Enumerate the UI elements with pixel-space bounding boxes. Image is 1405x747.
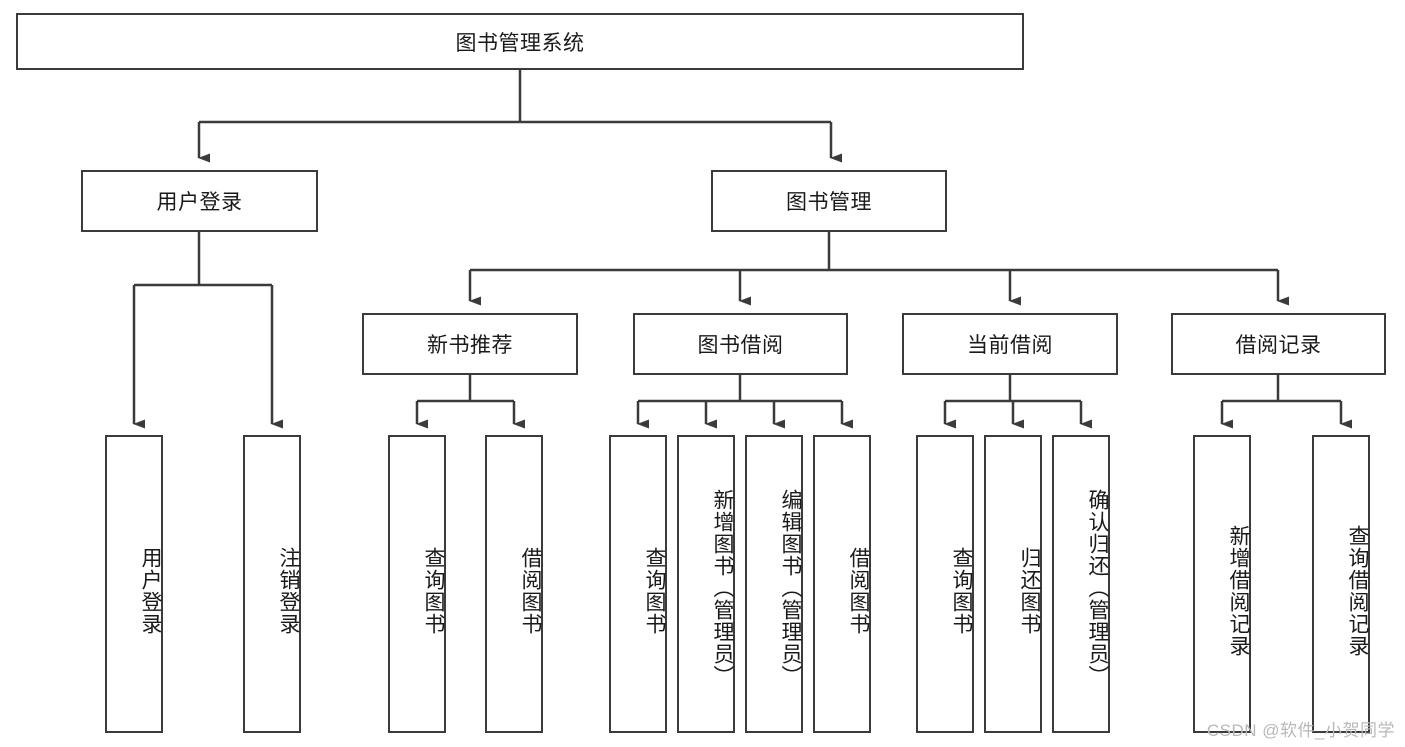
node-label: 查询图书: [643, 547, 666, 635]
leaf-book-borrow-borrow-book[interactable]: 借阅图书: [813, 435, 871, 733]
node-label: 确认归还（管理员）: [1086, 489, 1109, 687]
leaf-book-borrow-edit-book-admin[interactable]: 编辑图书（管理员）: [745, 435, 803, 733]
node-label: 新增图书（管理员）: [711, 489, 734, 687]
node-label: 借阅记录: [1235, 334, 1322, 357]
node-label: 借阅图书: [847, 547, 870, 635]
node-book-borrow[interactable]: 图书借阅: [633, 313, 848, 375]
leaf-borrow-record-query-record[interactable]: 查询借阅记录: [1312, 435, 1370, 733]
node-label: 图书管理: [786, 191, 872, 214]
node-label: 查询借阅记录: [1346, 525, 1369, 657]
leaf-new-book-query-book[interactable]: 查询图书: [388, 435, 446, 733]
node-label: 新书推荐: [427, 334, 513, 357]
node-label: 图书借阅: [697, 334, 784, 357]
node-book-management[interactable]: 图书管理: [711, 170, 947, 232]
node-root-book-management-system[interactable]: 图书管理系统: [16, 13, 1024, 70]
node-new-book-recommend[interactable]: 新书推荐: [362, 313, 578, 375]
node-label: 新增借阅记录: [1227, 525, 1250, 657]
leaf-book-borrow-add-book-admin[interactable]: 新增图书（管理员）: [677, 435, 735, 733]
leaf-current-borrow-query-book[interactable]: 查询图书: [916, 435, 974, 733]
leaf-user-login-login[interactable]: 用户登录: [105, 435, 163, 733]
node-borrow-record[interactable]: 借阅记录: [1171, 313, 1386, 375]
leaf-current-borrow-confirm-return-admin[interactable]: 确认归还（管理员）: [1052, 435, 1110, 733]
node-label: 查询图书: [422, 547, 445, 635]
node-current-borrow[interactable]: 当前借阅: [902, 313, 1118, 375]
node-label: 查询图书: [950, 547, 973, 635]
watermark: CSDN @软件_小贺同学: [1206, 721, 1395, 740]
leaf-current-borrow-return-book[interactable]: 归还图书: [984, 435, 1042, 733]
node-label: 当前借阅: [967, 334, 1053, 357]
node-user-login[interactable]: 用户登录: [81, 170, 318, 232]
node-label: 注销登录: [277, 547, 300, 635]
node-label: 归还图书: [1018, 547, 1041, 635]
leaf-borrow-record-add-record[interactable]: 新增借阅记录: [1193, 435, 1251, 733]
leaf-new-book-borrow-book[interactable]: 借阅图书: [485, 435, 543, 733]
node-label: 用户登录: [156, 191, 243, 214]
node-label: 用户登录: [139, 547, 162, 635]
node-label: 图书管理系统: [455, 31, 585, 55]
node-label: 借阅图书: [519, 547, 542, 635]
leaf-book-borrow-query-book[interactable]: 查询图书: [609, 435, 667, 733]
node-label: 编辑图书（管理员）: [779, 489, 802, 687]
leaf-user-login-logout[interactable]: 注销登录: [243, 435, 301, 733]
